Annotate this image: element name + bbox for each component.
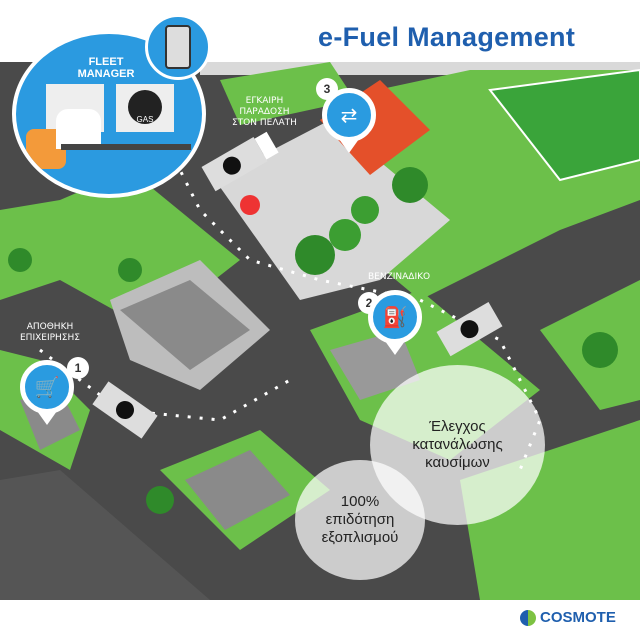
fleet-manager-illustration: FLEET MANAGER GAS [12, 30, 206, 198]
fleet-manager-label: FLEET MANAGER [77, 56, 135, 80]
desk [61, 144, 191, 150]
person [56, 109, 101, 149]
smartphone-app-icon [145, 14, 211, 80]
truck [436, 302, 503, 357]
tennis-court [488, 68, 640, 182]
truck [92, 381, 158, 439]
stop-2-label: ΒΕΝΖΙΝΑΔΙΚΟ [368, 272, 431, 282]
plaza [215, 120, 450, 300]
package-handover-icon[interactable]: ⇄ [322, 88, 376, 153]
truck [201, 131, 279, 192]
brand-name: COSMOTE [540, 609, 616, 626]
cosmote-logo: COSMOTE [520, 609, 616, 626]
gauge-monitor: GAS [116, 84, 174, 132]
hand-truck-icon[interactable]: 🛒 [20, 360, 74, 425]
page-title: e-Fuel Management [318, 22, 576, 52]
cosmote-logo-icon [520, 609, 536, 626]
fuel-gauge-icon: GAS [128, 90, 162, 124]
fuel-pump-icon[interactable]: ⛽ [368, 290, 422, 355]
stop-1-number: 1 [67, 357, 89, 379]
